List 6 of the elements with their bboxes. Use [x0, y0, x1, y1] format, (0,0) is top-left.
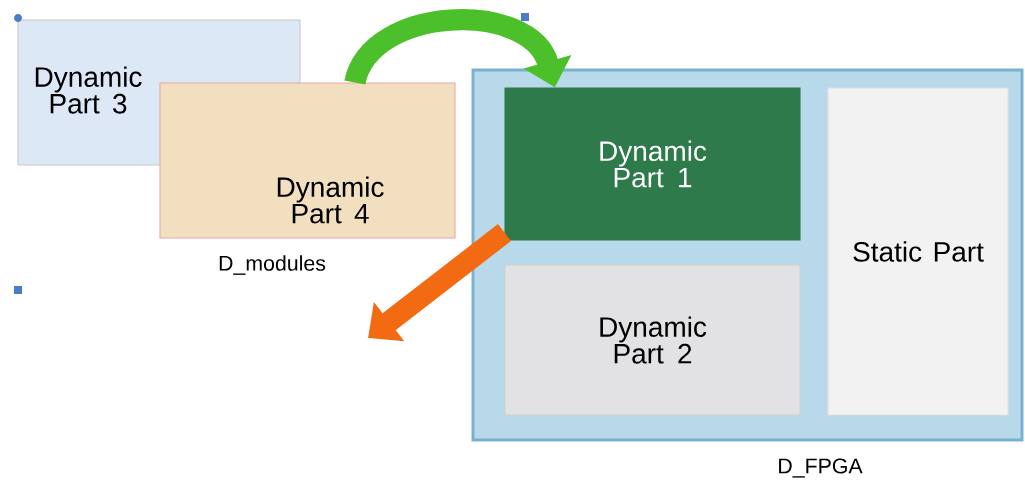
node-label: D_modules — [219, 255, 326, 275]
node-label: D_FPGA — [779, 458, 863, 478]
module-box: Dynamic Part 4 — [159, 82, 456, 239]
region-box: Dynamic Part 2 — [504, 264, 801, 416]
region-box: Static Part — [827, 87, 1009, 416]
region-box: Dynamic Part 1 — [504, 87, 801, 241]
